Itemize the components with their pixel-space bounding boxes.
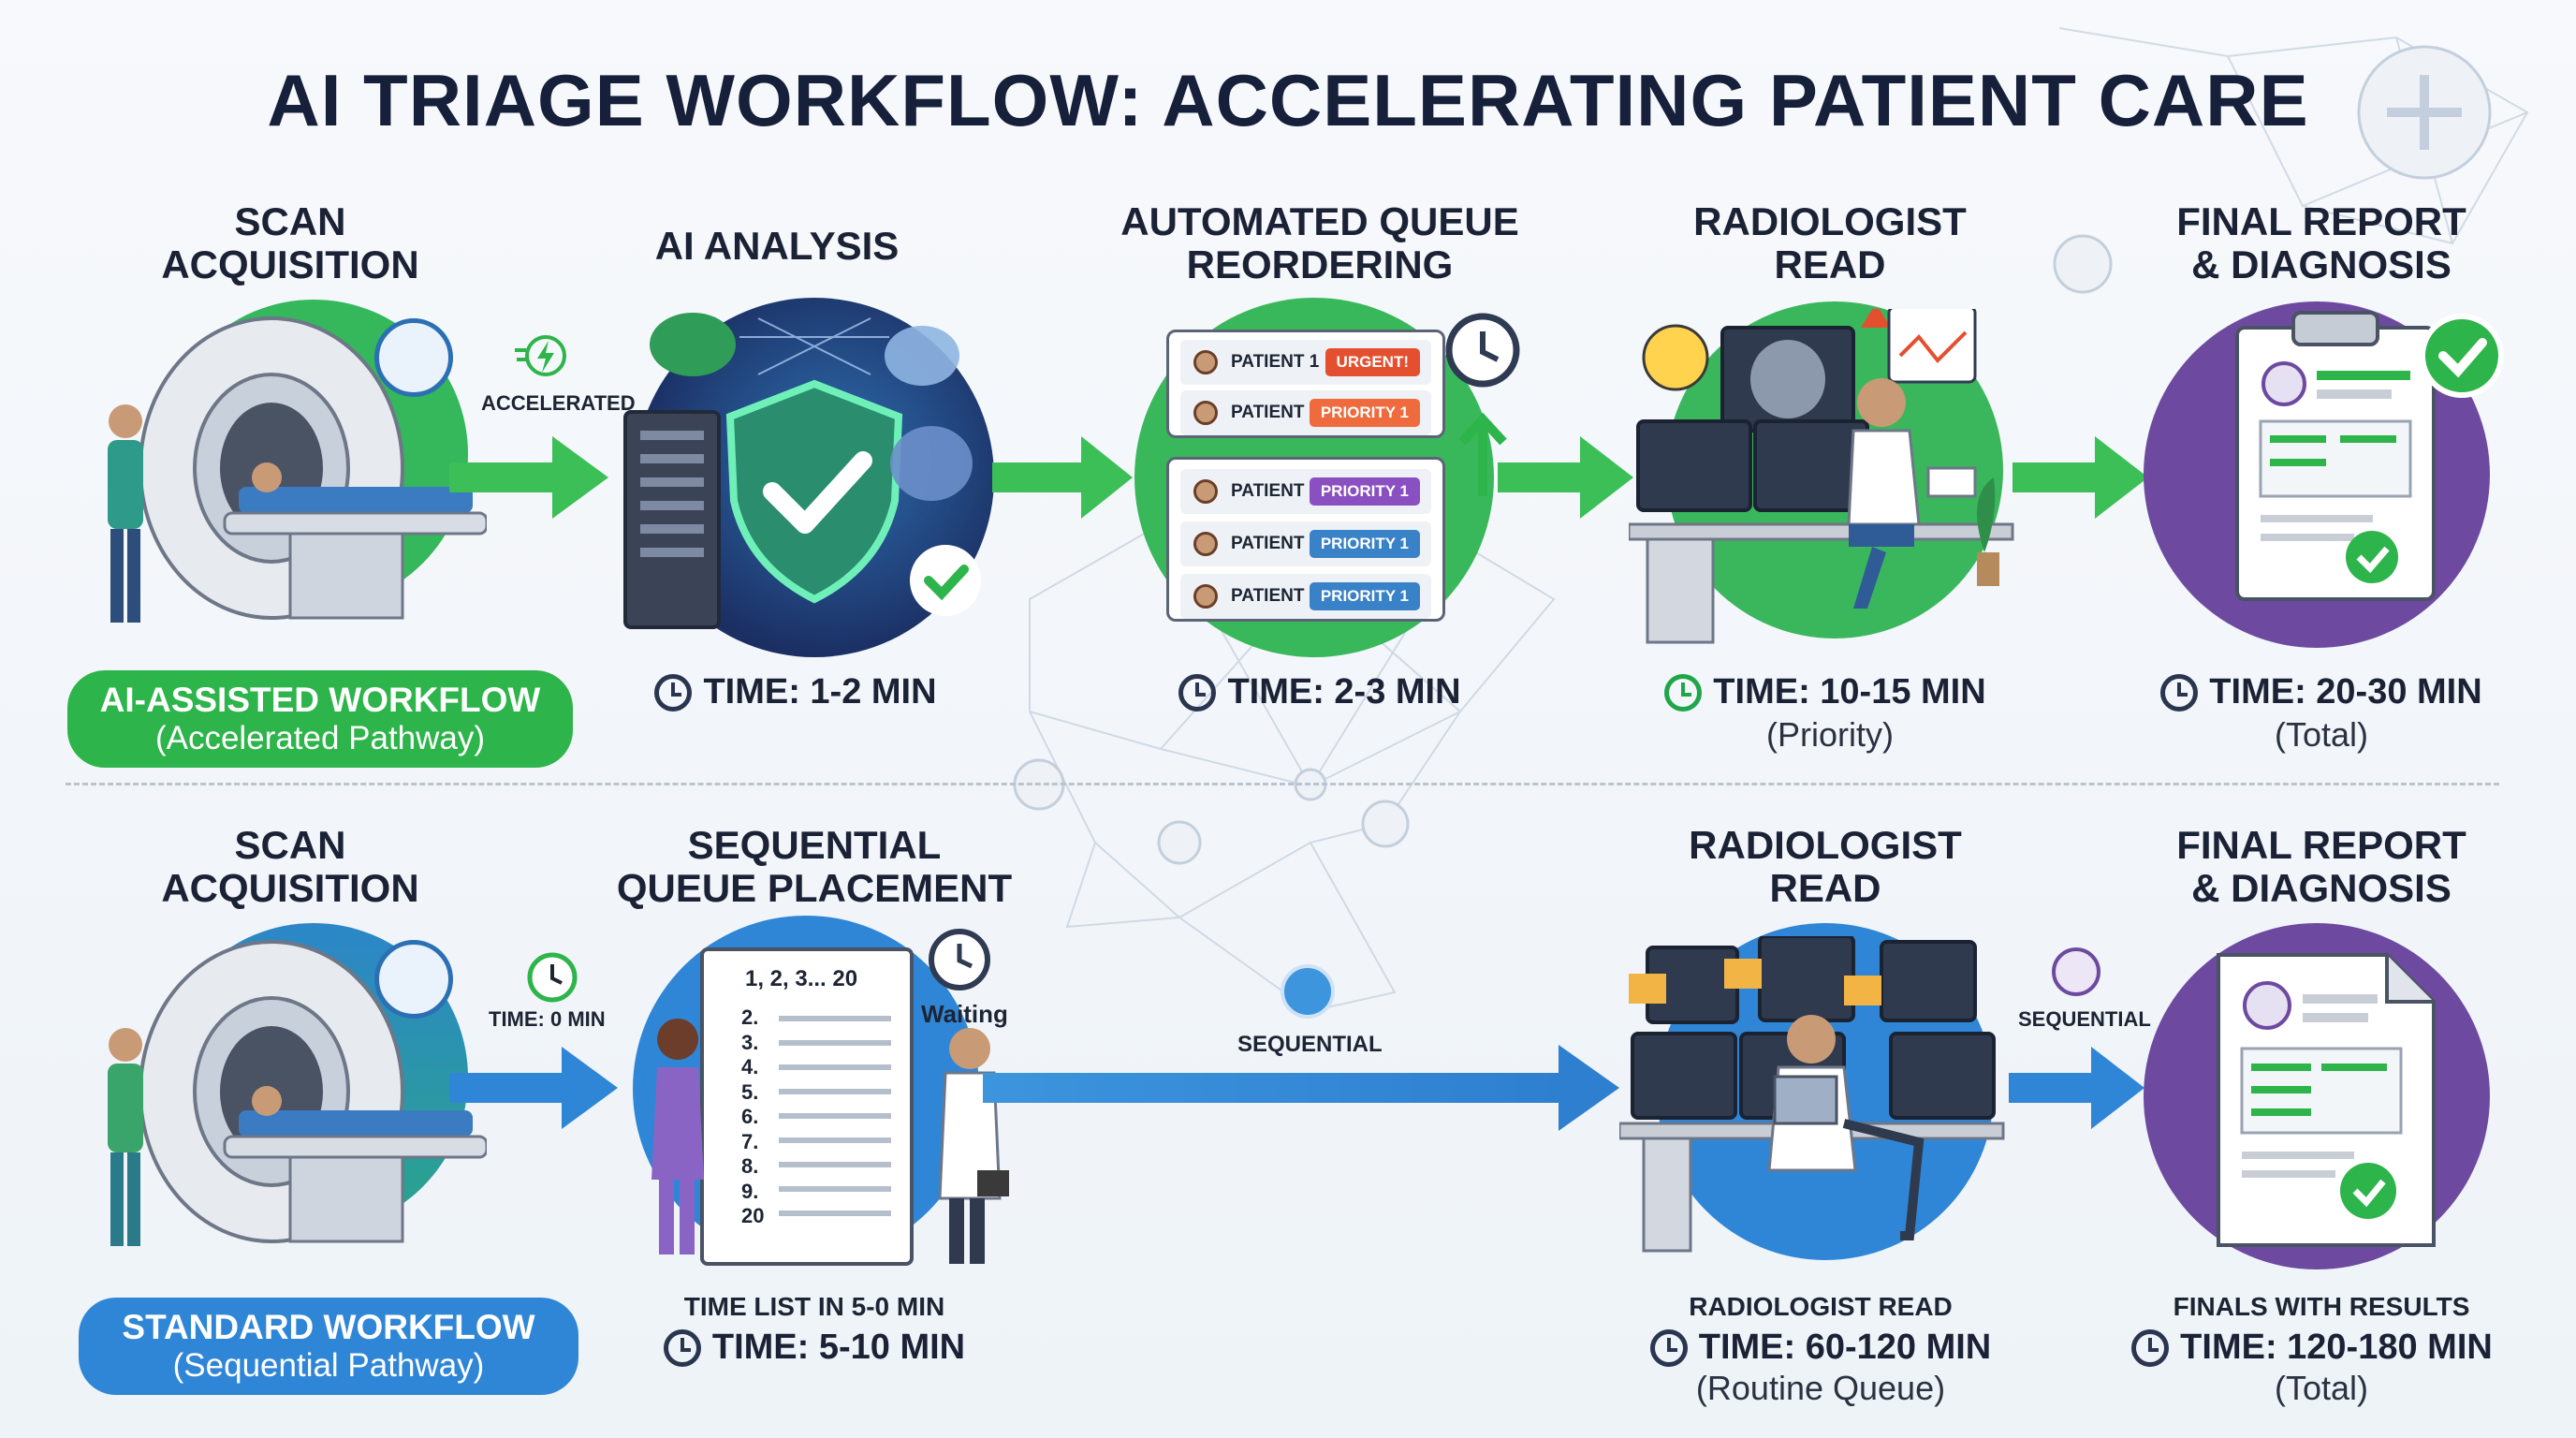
queue-list-sheet: 1, 2, 3... 20 2. 3. 4. 5. 6. 7. 8. 9. 20 <box>700 947 914 1266</box>
ai-step-report-title: FINAL REPORT & DIAGNOSIS <box>2176 199 2466 286</box>
std-clock-icon <box>929 929 990 990</box>
waiting-label: Waiting <box>921 1000 1008 1028</box>
std-read-caption: RADIOLOGIST READ <box>1689 1292 1953 1321</box>
std-radiologist-icon <box>1619 936 2005 1253</box>
list-item: 5. <box>741 1079 759 1104</box>
ai-step-scan-title: SCAN ACQUISITION <box>161 199 419 286</box>
ai-arrow-2 <box>992 436 1133 519</box>
waiting-people-icon <box>651 1019 1009 1264</box>
std-report-caption: FINALS WITH RESULTS <box>2173 1292 2470 1321</box>
list-item: 3. <box>741 1030 759 1054</box>
ai-scanner-icon <box>108 316 487 623</box>
sequential-dna-icon <box>1281 964 1335 1019</box>
std-step-read-title: RADIOLOGIST READ <box>1689 823 1962 910</box>
std-step-report-title: FINAL REPORT & DIAGNOSIS <box>2176 823 2466 910</box>
std-step-queue-title: SEQUENTIAL QUEUE PLACEMENT <box>616 823 1013 910</box>
page-title: AI TRIAGE WORKFLOW: ACCELERATING PATIENT… <box>267 59 2309 141</box>
ai-analysis-time: TIME: 1-2 MIN <box>599 672 992 712</box>
accelerated-bolt-icon <box>515 335 566 376</box>
clock-icon <box>2160 673 2199 712</box>
clock-icon <box>1178 673 1217 712</box>
priority-badge: PRIORITY 1 <box>1309 477 1420 506</box>
clock-icon <box>2131 1328 2170 1367</box>
clock-icon <box>1664 673 1703 712</box>
ai-radiologist-icon <box>1629 309 2014 644</box>
accelerated-label: ACCELERATED <box>481 391 636 415</box>
std-queue-time: TIME: 5-10 MIN <box>599 1328 1030 1368</box>
std-report-note: (Total) <box>2274 1369 2369 1407</box>
std-step-scan-title: SCAN ACQUISITION <box>161 823 419 910</box>
clock-icon <box>663 1328 701 1367</box>
stopwatch-icon <box>1445 313 1520 496</box>
queue-list-items: 2. 3. 4. 5. 6. 7. 8. 9. 20 <box>741 1005 764 1229</box>
std-timer-icon <box>527 952 578 1003</box>
ai-step-analysis-title: AI ANALYSIS <box>654 224 900 268</box>
ai-read-time: TIME: 10-15 MIN <box>1629 672 2022 712</box>
patient-avatar <box>1193 532 1218 556</box>
priority-badge: PRIORITY 1 <box>1309 530 1420 558</box>
list-item: 9. <box>741 1179 759 1203</box>
monitor-badge-icon <box>374 940 453 1019</box>
std-read-note: (Routine Queue) <box>1695 1369 1946 1407</box>
patient-avatar <box>1193 479 1218 504</box>
ai-shield-icon <box>623 313 981 629</box>
ai-arrow-4 <box>2012 436 2148 519</box>
list-item: 7. <box>741 1129 759 1153</box>
std-report-time: TIME: 120-180 MIN <box>2087 1328 2537 1368</box>
list-item: 20 <box>741 1204 765 1227</box>
urgent-badge: URGENT! <box>1325 348 1420 376</box>
sequential-right-label: SEQUENTIAL <box>2018 1007 2151 1031</box>
sequential-dna-icon <box>2052 947 2100 996</box>
clock-icon <box>1649 1328 1688 1367</box>
priority-badge: PRIORITY 1 <box>1309 399 1420 427</box>
std-scanner-icon <box>108 940 487 1246</box>
row-divider <box>66 783 2499 785</box>
priority-badge: PRIORITY 1 <box>1309 582 1420 610</box>
patient-avatar <box>1193 350 1218 374</box>
ai-step-read-title: RADIOLOGIST READ <box>1693 199 1967 286</box>
queue-list-header: 1, 2, 3... 20 <box>745 966 858 991</box>
ai-step-queue-title: AUTOMATED QUEUE REORDERING <box>1120 199 1519 286</box>
list-item: 4. <box>741 1055 759 1078</box>
ai-report-time: TIME: 20-30 MIN <box>2125 672 2518 712</box>
list-item: 8. <box>741 1154 759 1178</box>
list-lines <box>779 1016 891 1216</box>
monitor-badge-icon <box>374 318 453 397</box>
ai-report-icon <box>2235 311 2504 601</box>
standard-workflow-badge: STANDARD WORKFLOW (Sequential Pathway) <box>79 1298 578 1395</box>
std-arrow-long <box>983 1045 1619 1131</box>
patient-avatar <box>1193 584 1218 609</box>
std-queue-caption: TIME LIST IN 5-0 MIN <box>683 1292 945 1321</box>
clock-icon <box>654 673 693 712</box>
sequential-mid-label: SEQUENTIAL <box>1237 1032 1383 1057</box>
std-report-icon <box>2217 953 2436 1247</box>
std-read-time: TIME: 60-120 MIN <box>1610 1328 2031 1368</box>
ai-read-note: (Priority) <box>1766 715 1894 754</box>
ai-queue-time: TIME: 2-3 MIN <box>1123 672 1516 712</box>
ai-arrow-3 <box>1498 436 1633 519</box>
std-arrow-1 <box>449 1047 618 1129</box>
patient-avatar <box>1193 401 1218 425</box>
std-scan-time-label: TIME: 0 MIN <box>489 1007 606 1031</box>
list-item: 6. <box>741 1105 759 1128</box>
std-arrow-3 <box>2009 1047 2144 1129</box>
ai-report-note: (Total) <box>2274 715 2369 754</box>
ai-arrow-1 <box>449 436 608 519</box>
list-item: 2. <box>741 1005 759 1029</box>
ai-workflow-badge: AI-ASSISTED WORKFLOW (Accelerated Pathwa… <box>67 670 573 768</box>
